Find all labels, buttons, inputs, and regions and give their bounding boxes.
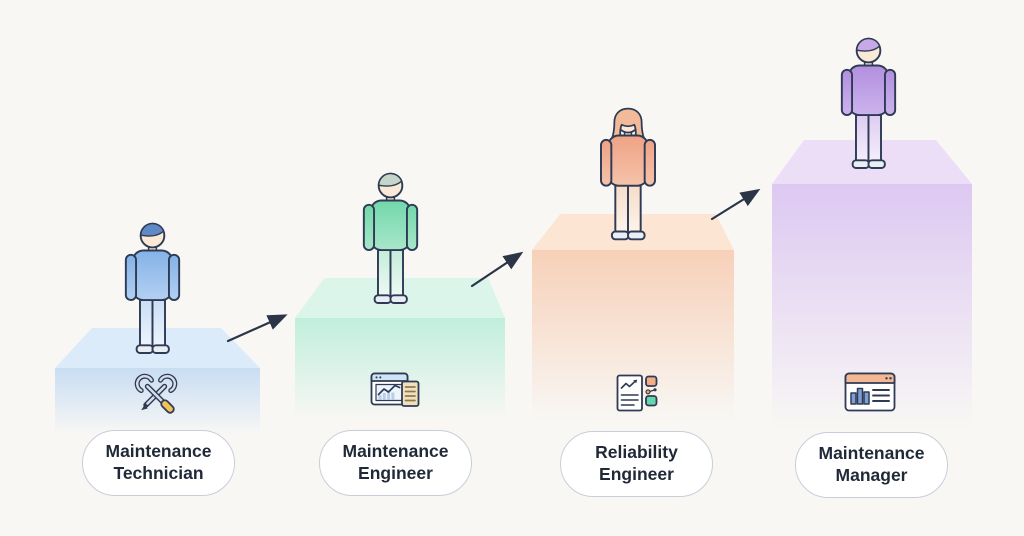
- arrow-step2-to-step3: [470, 251, 524, 288]
- arrow-step1-to-step2: [226, 314, 288, 343]
- arrow-step3-to-step4: [710, 188, 761, 221]
